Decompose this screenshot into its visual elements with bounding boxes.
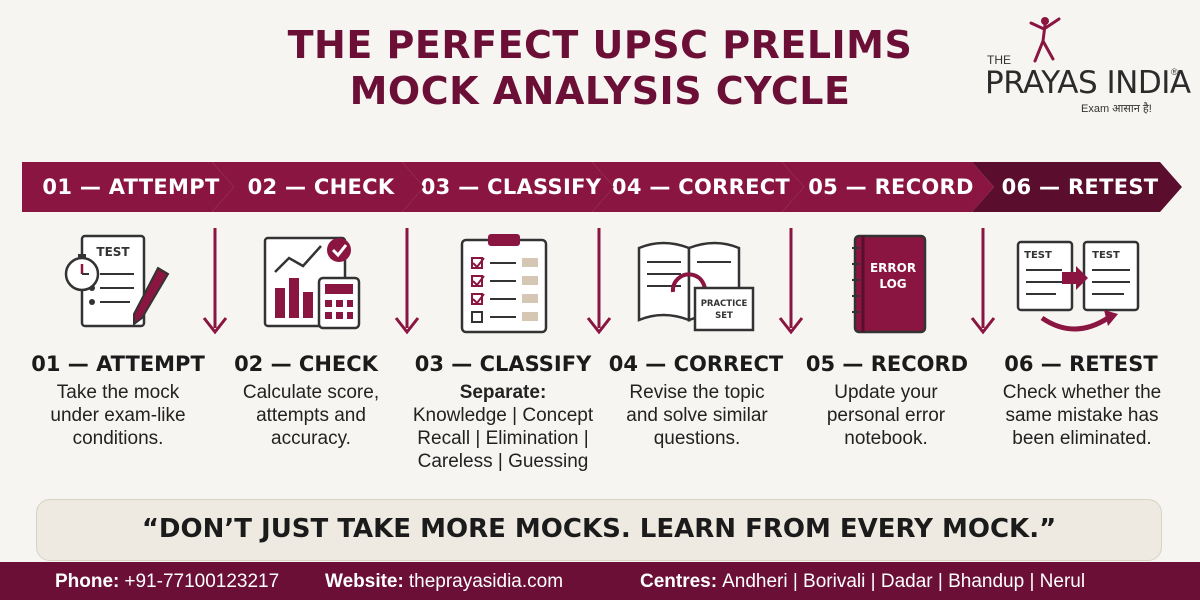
svg-text:ERROR: ERROR	[870, 261, 916, 275]
quote-text: “DON’T JUST TAKE MORE MOCKS. LEARN FROM …	[141, 514, 1057, 544]
test-timer-pen-icon: TEST	[64, 234, 170, 328]
logo-brand: PRAYAS INDIA	[985, 65, 1191, 101]
test-retest-icon: TEST TEST	[1016, 240, 1140, 332]
svg-text:TEST: TEST	[1092, 250, 1120, 261]
steps-chevron-bar: 01 — ATTEMPT 02 — CHECK 03 — CLASSIFY 04…	[22, 162, 1182, 212]
footer-bar: Phone:+91-77100123217 Website:theprayasi…	[0, 562, 1200, 600]
chevron-step-4: 04 — CORRECT	[592, 162, 804, 212]
down-arrow-icon	[202, 228, 228, 335]
title-line-2: MOCK ANALYSIS CYCLE	[349, 69, 851, 113]
logo-the: THE	[987, 53, 1011, 67]
step-1-title: 01 — ATTEMPT	[31, 352, 205, 376]
page-title: THE PERFECT UPSC PRELIMS MOCK ANALYSIS C…	[200, 22, 1000, 114]
svg-text:SET: SET	[715, 311, 733, 321]
phone-link[interactable]: +91-77100123217	[124, 571, 280, 592]
title-line-1: THE PERFECT UPSC PRELIMS	[287, 23, 913, 67]
error-log-notebook-icon: ERROR LOG	[852, 234, 927, 334]
step-6-title: 06 — RETEST	[1004, 352, 1158, 376]
dancer-logo-icon	[1029, 17, 1061, 63]
svg-text:LOG: LOG	[879, 277, 906, 291]
footer-website: Website:theprayasidia.com	[325, 571, 564, 592]
step-5-title: 05 — RECORD	[805, 352, 969, 376]
down-arrow-icon	[586, 228, 612, 335]
footer-phone: Phone:+91-77100123217	[55, 571, 280, 592]
chevron-step-6: 06 — RETEST	[972, 162, 1182, 212]
down-arrow-icon	[970, 228, 996, 335]
down-arrow-icon	[778, 228, 804, 335]
chevron-step-1: 01 — ATTEMPT	[22, 162, 234, 212]
footer-centres: Centres:Andheri | Borivali | Dadar | Bha…	[640, 571, 1086, 592]
step-2-title: 02 — CHECK	[234, 352, 378, 376]
prayas-india-logo: THE PRAYAS INDIA ® Exam आसान है!	[985, 15, 1191, 115]
chevron-step-3: 03 — CLASSIFY	[402, 162, 614, 212]
chevron-step-2: 02 — CHECK	[212, 162, 424, 212]
quote-box: “DON’T JUST TAKE MORE MOCKS. LEARN FROM …	[36, 499, 1162, 561]
step-3-title: 03 — CLASSIFY	[414, 352, 592, 376]
down-arrow-icon	[394, 228, 420, 335]
chart-calculator-icon	[263, 236, 361, 330]
svg-text:TEST: TEST	[96, 245, 130, 259]
book-practice-set-icon: PRACTICE SET	[637, 241, 755, 332]
svg-text:TEST: TEST	[1024, 250, 1052, 261]
chevron-step-5: 05 — RECORD	[782, 162, 994, 212]
svg-text:PRACTICE: PRACTICE	[701, 299, 748, 309]
logo-tagline: Exam आसान है!	[1081, 103, 1152, 115]
website-link[interactable]: theprayasidia.com	[408, 571, 564, 592]
logo-registered: ®	[1171, 67, 1178, 77]
step-4-title: 04 — CORRECT	[608, 352, 784, 376]
checklist-clipboard-icon	[460, 234, 548, 334]
